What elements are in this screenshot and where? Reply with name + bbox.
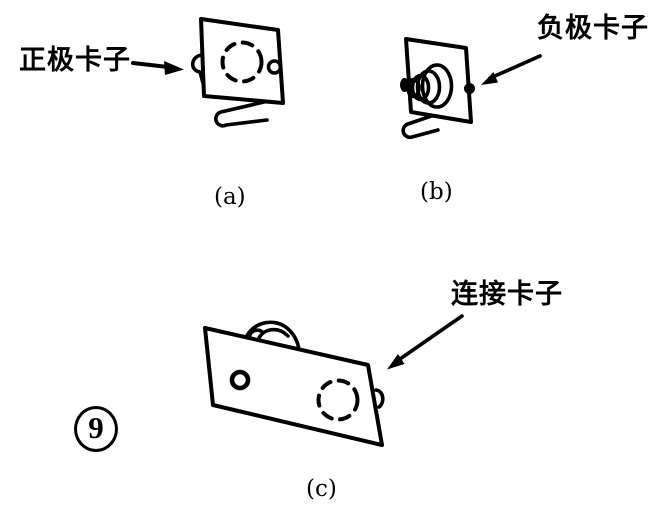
clip-c-round-hole (229, 369, 251, 391)
label-connector-clip: 连接卡子 (451, 279, 563, 309)
caption-a: (a) (214, 184, 246, 210)
clip-b-leg (401, 111, 442, 140)
clip-a-left-hook-tab (190, 53, 205, 85)
label-positive-clip: 正极卡子 (19, 45, 131, 75)
label-negative-clip: 负极卡子 (537, 13, 649, 43)
clip-c-right-tab (374, 388, 385, 409)
clip-a-right-ring-tab (266, 59, 283, 75)
clip-b-coil-spring (406, 63, 454, 109)
clip-a-drawing (190, 17, 285, 128)
clip-a-leg (214, 97, 279, 128)
clip-b-left-contact (400, 78, 409, 92)
clip-b-right-contact (464, 83, 475, 94)
clip-c-plate (203, 326, 384, 447)
caption-b: (b) (420, 179, 453, 205)
leader-arrow-negative (481, 54, 542, 85)
clip-c-dashed-hole (316, 378, 360, 422)
figure-number-badge: 9 (74, 406, 118, 452)
clip-a-dashed-hole (220, 40, 264, 84)
leader-arrow-positive (131, 61, 184, 75)
clip-c-drawing (203, 320, 385, 447)
clip-b-drawing (400, 37, 475, 140)
figure-number: 9 (88, 410, 104, 445)
caption-c: (c) (306, 476, 337, 502)
leader-arrow-connector (387, 314, 464, 370)
clip-a-plate (199, 17, 285, 105)
